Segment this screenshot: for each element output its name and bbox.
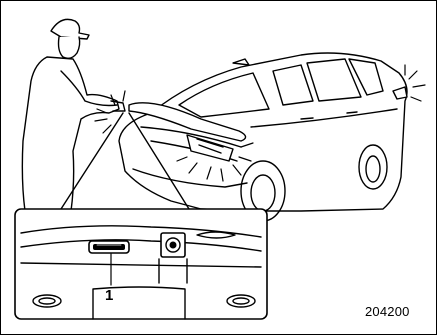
callout-label-1: 1 bbox=[105, 287, 113, 304]
flash-burst-mirror bbox=[405, 65, 425, 101]
figure-code: 204200 bbox=[365, 304, 410, 319]
car-icon bbox=[119, 53, 407, 221]
trunk-release-switch-icon bbox=[89, 241, 129, 253]
